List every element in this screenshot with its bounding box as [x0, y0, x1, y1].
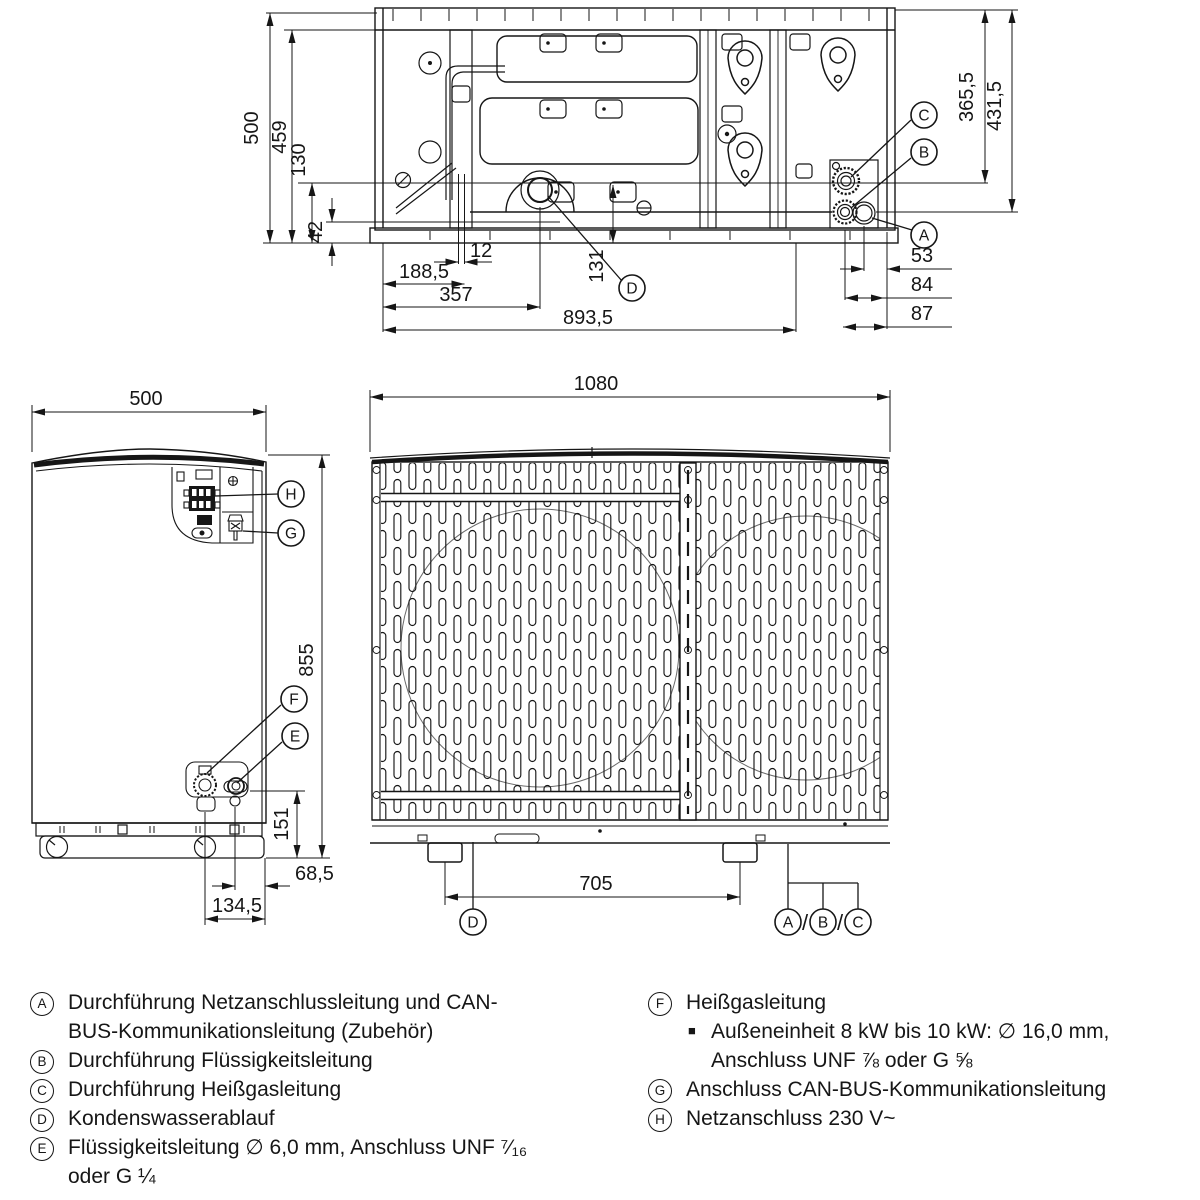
legend-item-c: C Durchführung Heißgasleitung: [30, 1075, 620, 1104]
separator-slash-2: /: [837, 910, 844, 935]
svg-text:68,5: 68,5: [295, 863, 334, 885]
svg-text:1080: 1080: [574, 373, 619, 395]
top-view-right-internals: [699, 29, 856, 229]
callout-d: D: [626, 281, 637, 298]
callout-d-front: D: [467, 915, 478, 932]
front-view: 1080 705 D A B C / /: [369, 373, 891, 936]
svg-text:84: 84: [911, 274, 933, 296]
side-view-unit-outline: [31, 448, 267, 824]
mains-terminal: [183, 486, 221, 511]
side-view-base: [32, 822, 266, 859]
callout-badge-h: H: [648, 1107, 672, 1132]
callout-badge-d: D: [30, 1107, 54, 1132]
foot-left: [427, 842, 463, 863]
callout-a-front: A: [783, 915, 794, 932]
svg-text:459: 459: [269, 120, 291, 153]
svg-text:705: 705: [579, 873, 612, 895]
svg-text:87: 87: [911, 303, 933, 325]
top-view-callouts: C B A D: [547, 101, 938, 302]
refrigerant-connections: [185, 761, 249, 812]
legend-item-h: H Netzanschluss 230 V~: [648, 1104, 1193, 1133]
side-view-callouts: H G F E: [206, 480, 309, 784]
front-view-callouts: D A B C / /: [459, 842, 872, 936]
svg-text:12: 12: [470, 240, 492, 262]
side-view-dimensions: [32, 408, 326, 923]
legend-right-column: F Heißgasleitung ■ Außeneinheit 8 kW bis…: [648, 988, 1193, 1133]
side-view-dimension-labels: 500 855 151 68,5 134,5: [129, 388, 334, 917]
callout-b: B: [919, 145, 929, 162]
top-view-dimensions: [266, 10, 1016, 334]
electrical-connection-box: [171, 467, 254, 544]
svg-text:500: 500: [241, 111, 263, 144]
callout-h: H: [285, 487, 296, 504]
svg-text:131: 131: [586, 249, 608, 282]
fan-motor-mounts: [727, 37, 856, 188]
svg-text:53: 53: [911, 245, 933, 267]
callout-badge-e: E: [30, 1136, 54, 1161]
mains-cable-passthrough: [852, 201, 876, 225]
legend-item-f: F Heißgasleitung ■ Außeneinheit 8 kW bis…: [648, 988, 1193, 1075]
top-view-left-internals: [394, 29, 699, 229]
svg-text:134,5: 134,5: [212, 895, 262, 917]
svg-text:188,5: 188,5: [399, 261, 449, 283]
foot-right: [722, 842, 758, 863]
callout-badge-f: F: [648, 991, 672, 1016]
top-view: 500 459 130 42 12 188,5 357 893,5 131 36…: [241, 7, 1018, 334]
callout-g: G: [285, 526, 297, 543]
svg-text:357: 357: [439, 284, 472, 306]
svg-text:855: 855: [296, 643, 318, 676]
legend-item-b: B Durchführung Flüssigkeitsleitung: [30, 1046, 620, 1075]
callout-a: A: [919, 228, 930, 245]
condensate-drain: [470, 170, 832, 216]
callout-badge-b: B: [30, 1049, 54, 1074]
legend-left-column: A Durchführung Netzanschlussleitung und …: [30, 988, 620, 1191]
top-view-unit-outline: [369, 7, 899, 244]
top-view-dimension-labels: 500 459 130 42 12 188,5 357 893,5 131 36…: [241, 72, 1006, 329]
legend-item-d: D Kondenswasserablauf: [30, 1104, 620, 1133]
hot-gas-valve: [193, 765, 217, 812]
svg-text:893,5: 893,5: [563, 307, 613, 329]
svg-text:431,5: 431,5: [984, 81, 1006, 131]
callout-badge-c: C: [30, 1078, 54, 1103]
svg-text:500: 500: [129, 388, 162, 410]
can-bus-connector: [227, 514, 244, 541]
front-view-dimensions: [370, 393, 890, 901]
svg-text:130: 130: [288, 143, 310, 176]
bullet-icon: ■: [688, 1023, 696, 1038]
legend-item-e: E Flüssigkeitsleitung ∅ 6,0 mm, Anschlus…: [30, 1133, 620, 1191]
hot-gas-passthrough: [831, 166, 861, 196]
front-view-unit-outline: [369, 447, 891, 821]
grille-screws: [372, 466, 888, 799]
front-view-dimension-labels: 1080 705: [574, 373, 619, 895]
callout-e: E: [290, 729, 300, 746]
separator-slash-1: /: [802, 910, 809, 935]
legend-item-a: A Durchführung Netzanschlussleitung und …: [30, 988, 620, 1046]
side-view: 500 855 151 68,5 134,5 H G F E: [31, 388, 334, 925]
callout-c-front: C: [852, 915, 863, 932]
liquid-valve: [223, 777, 248, 807]
front-view-base: [370, 819, 890, 863]
pipe-passthrough-box: [795, 159, 879, 229]
svg-text:365,5: 365,5: [956, 72, 978, 122]
callout-f: F: [289, 692, 298, 709]
callout-c: C: [918, 108, 929, 125]
technical-drawing: 500 459 130 42 12 188,5 357 893,5 131 36…: [31, 7, 1018, 936]
callout-b-front: B: [818, 915, 828, 932]
svg-text:151: 151: [271, 807, 293, 840]
callout-badge-g: G: [648, 1078, 672, 1103]
air-grille: [381, 463, 880, 819]
svg-text:42: 42: [305, 221, 327, 243]
legend-item-g: G Anschluss CAN-BUS-Kommunikationsleitun…: [648, 1075, 1193, 1104]
callout-badge-a: A: [30, 991, 54, 1016]
